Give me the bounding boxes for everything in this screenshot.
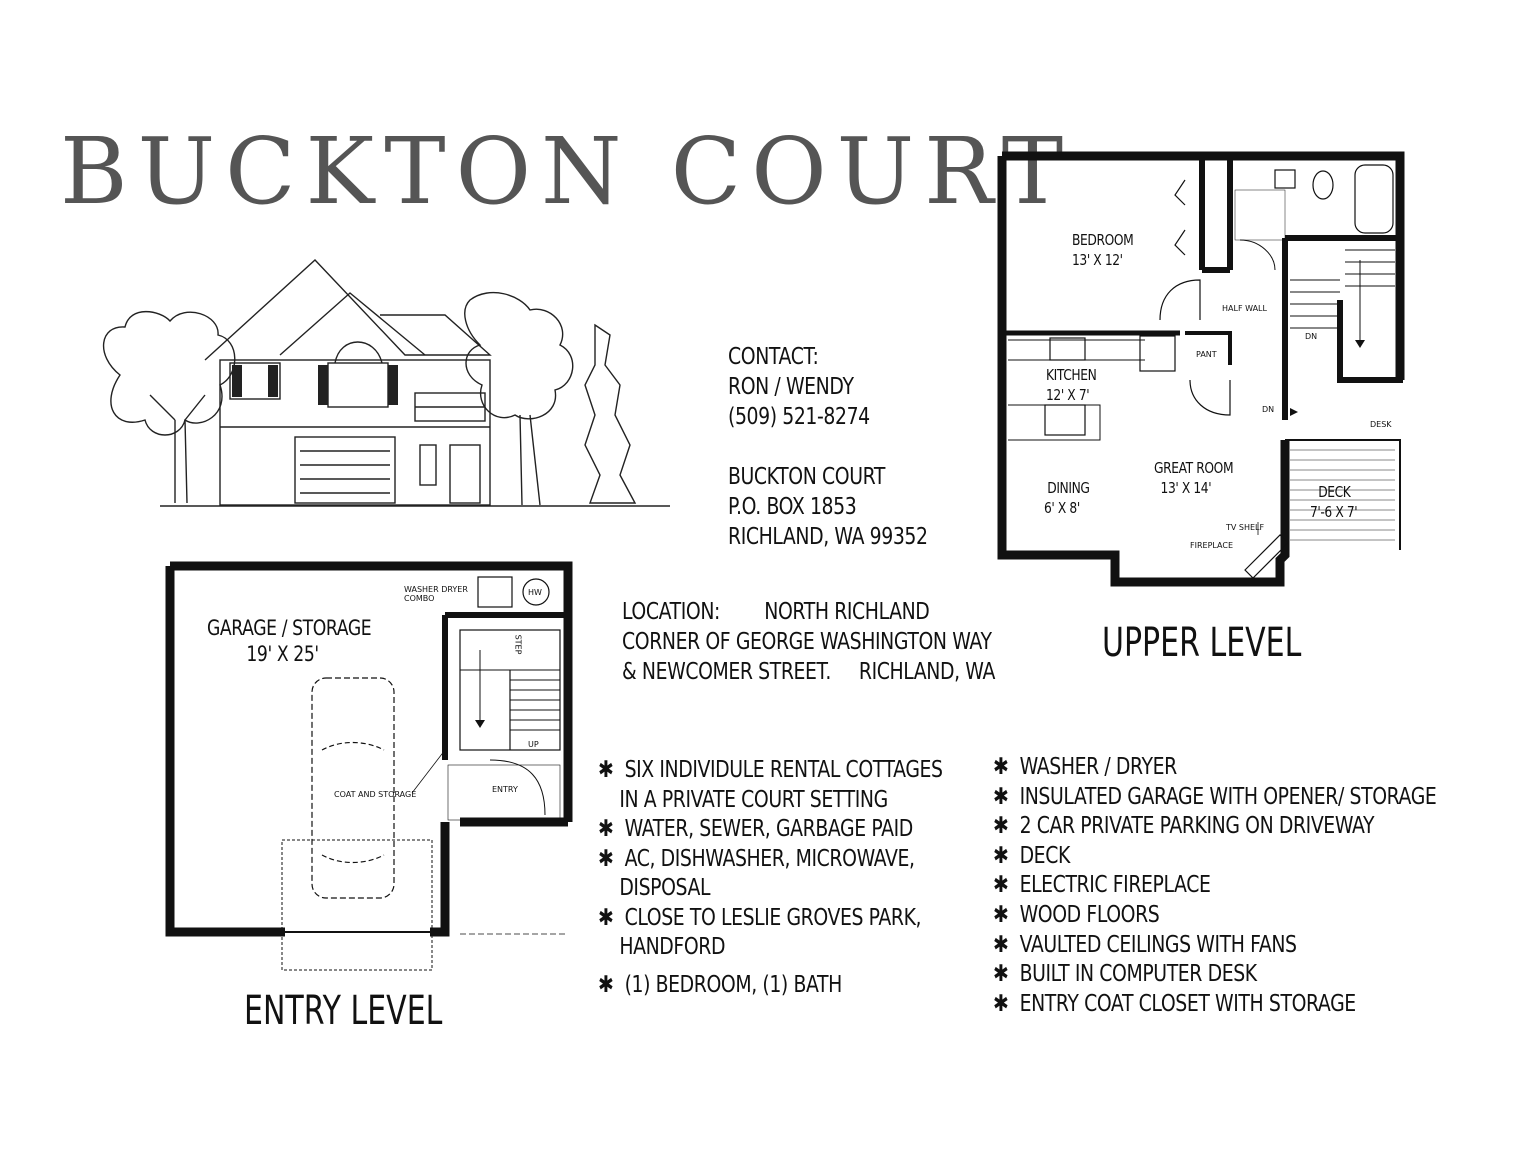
- tv-shelf-label: TV SHELF: [1226, 523, 1265, 532]
- garage-size: 19' X 25': [246, 642, 319, 666]
- feature-item: ENTRY COAT CLOSET WITH STORAGE: [1019, 990, 1357, 1017]
- location-street: & NEWCOMER STREET.: [622, 659, 832, 685]
- feature-item-cont: HANDFORD: [619, 934, 726, 960]
- location-line2: CORNER OF GEORGE WASHINGTON WAY: [622, 629, 992, 655]
- feature-item-cont: DISPOSAL: [619, 875, 711, 901]
- bullet-star-icon: ✱: [598, 816, 614, 842]
- bullet-star-icon: ✱: [993, 961, 1009, 988]
- dining-size: 6' X 8': [1044, 499, 1080, 517]
- dining-label: DINING 6' X 8': [1044, 478, 1090, 518]
- feature-item: BUILT IN COMPUTER DESK: [1019, 961, 1258, 988]
- great-room-label: GREAT ROOM 13' X 14': [1154, 458, 1234, 498]
- features-left-list: ✱ SIX INDIVIDULE RENTAL COTTAGES IN A PR…: [598, 756, 943, 1000]
- bedroom-label: BEDROOM 13' X 12': [1072, 230, 1134, 270]
- contact-label: CONTACT:: [728, 344, 819, 370]
- location-area: NORTH RICHLAND: [764, 599, 930, 625]
- pantry-label: PANT: [1196, 350, 1217, 359]
- bullet-star-icon: ✱: [993, 783, 1009, 810]
- kitchen-name: KITCHEN: [1046, 366, 1097, 384]
- location-block: LOCATION: NORTH RICHLAND CORNER OF GEORGE…: [622, 597, 995, 687]
- bullet-star-icon: ✱: [598, 845, 614, 872]
- bullet-star-icon: ✱: [993, 813, 1009, 840]
- garage-name: GARAGE / STORAGE: [207, 616, 372, 640]
- garage-label: GARAGE / STORAGE 19' X 25': [207, 615, 372, 667]
- feature-item: 2 CAR PRIVATE PARKING ON DRIVEWAY: [1019, 813, 1375, 840]
- house-elevation-drawing: [103, 259, 670, 507]
- feature-item: (1) BEDROOM, (1) BATH: [624, 971, 843, 998]
- feature-item-cont: IN A PRIVATE COURT SETTING: [619, 786, 888, 813]
- kitchen-size: 12' X 7': [1046, 386, 1090, 404]
- feature-item: VAULTED CEILINGS WITH FANS: [1019, 931, 1297, 958]
- coat-storage-label: COAT AND STORAGE: [334, 790, 417, 799]
- down-label: DN: [1305, 332, 1318, 341]
- water-heater-label: HW: [528, 588, 542, 597]
- contact-names: RON / WENDY: [728, 374, 854, 400]
- desk-label: DESK: [1370, 420, 1392, 429]
- feature-item: INSULATED GARAGE WITH OPENER/ STORAGE: [1019, 783, 1437, 810]
- contact-phone: (509) 521-8274: [728, 404, 870, 430]
- contact-block: CONTACT: RON / WENDY (509) 521-8274 BUCK…: [728, 342, 928, 552]
- fireplace-label: FIREPLACE: [1190, 541, 1234, 550]
- bullet-star-icon: ✱: [598, 904, 614, 931]
- bullet-star-icon: ✱: [993, 872, 1009, 899]
- entry-level-caption: ENTRY LEVEL: [244, 988, 443, 1034]
- down-label-2: DN: [1262, 405, 1275, 414]
- entry-label: ENTRY: [492, 785, 518, 794]
- dining-name: DINING: [1047, 479, 1090, 497]
- bullet-star-icon: ✱: [993, 754, 1009, 780]
- location-label: LOCATION:: [622, 599, 720, 625]
- washer-dryer-combo-text: COMBO: [404, 594, 435, 603]
- feature-item: DECK: [1019, 842, 1071, 869]
- bullet-star-icon: ✱: [993, 990, 1009, 1017]
- bedroom-size: 13' X 12': [1072, 251, 1123, 269]
- great-room-size: 13' X 14': [1160, 479, 1212, 497]
- bedroom-name: BEDROOM: [1072, 231, 1134, 249]
- deck-label: DECK 7'-6 X 7': [1310, 482, 1358, 522]
- contact-city: RICHLAND, WA 99352: [728, 524, 928, 550]
- deck-name: DECK: [1318, 483, 1351, 501]
- feature-item: WASHER / DRYER: [1019, 754, 1178, 780]
- feature-item: AC, DISHWASHER, MICROWAVE,: [624, 845, 915, 872]
- location-city: RICHLAND, WA: [858, 659, 995, 685]
- feature-item: CLOSE TO LESLIE GROVES PARK,: [624, 904, 922, 931]
- page-title: BUCKTON COURT: [60, 118, 1074, 225]
- feature-item: WATER, SEWER, GARBAGE PAID: [624, 816, 914, 842]
- bullet-star-icon: ✱: [993, 901, 1009, 928]
- washer-dryer-text: WASHER DRYER: [404, 585, 468, 594]
- upper-level-caption: UPPER LEVEL: [1102, 620, 1302, 666]
- contact-pobox: P.O. BOX 1853: [728, 494, 857, 520]
- bullet-star-icon: ✱: [993, 842, 1009, 869]
- up-label: UP: [528, 740, 539, 749]
- bullet-star-icon: ✱: [993, 931, 1009, 958]
- kitchen-label: KITCHEN 12' X 7': [1046, 365, 1097, 405]
- bullet-star-icon: ✱: [598, 971, 614, 998]
- deck-size: 7'-6 X 7': [1310, 503, 1358, 521]
- contact-org: BUCKTON COURT: [728, 464, 886, 490]
- step-label: STEP: [513, 634, 523, 655]
- feature-item: ELECTRIC FIREPLACE: [1019, 872, 1211, 899]
- upper-level-floorplan: [997, 151, 1405, 587]
- feature-item: WOOD FLOORS: [1019, 901, 1160, 928]
- great-room-name: GREAT ROOM: [1154, 459, 1234, 477]
- entry-level-floorplan: [165, 561, 573, 971]
- half-wall-label: HALF WALL: [1222, 304, 1267, 313]
- bullet-star-icon: ✱: [598, 757, 614, 783]
- washer-dryer-label: WASHER DRYER COMBO: [404, 585, 468, 603]
- features-right-list: ✱ WASHER / DRYER ✱ INSULATED GARAGE WITH…: [993, 753, 1437, 1019]
- feature-item: SIX INDIVIDULE RENTAL COTTAGES: [624, 757, 943, 783]
